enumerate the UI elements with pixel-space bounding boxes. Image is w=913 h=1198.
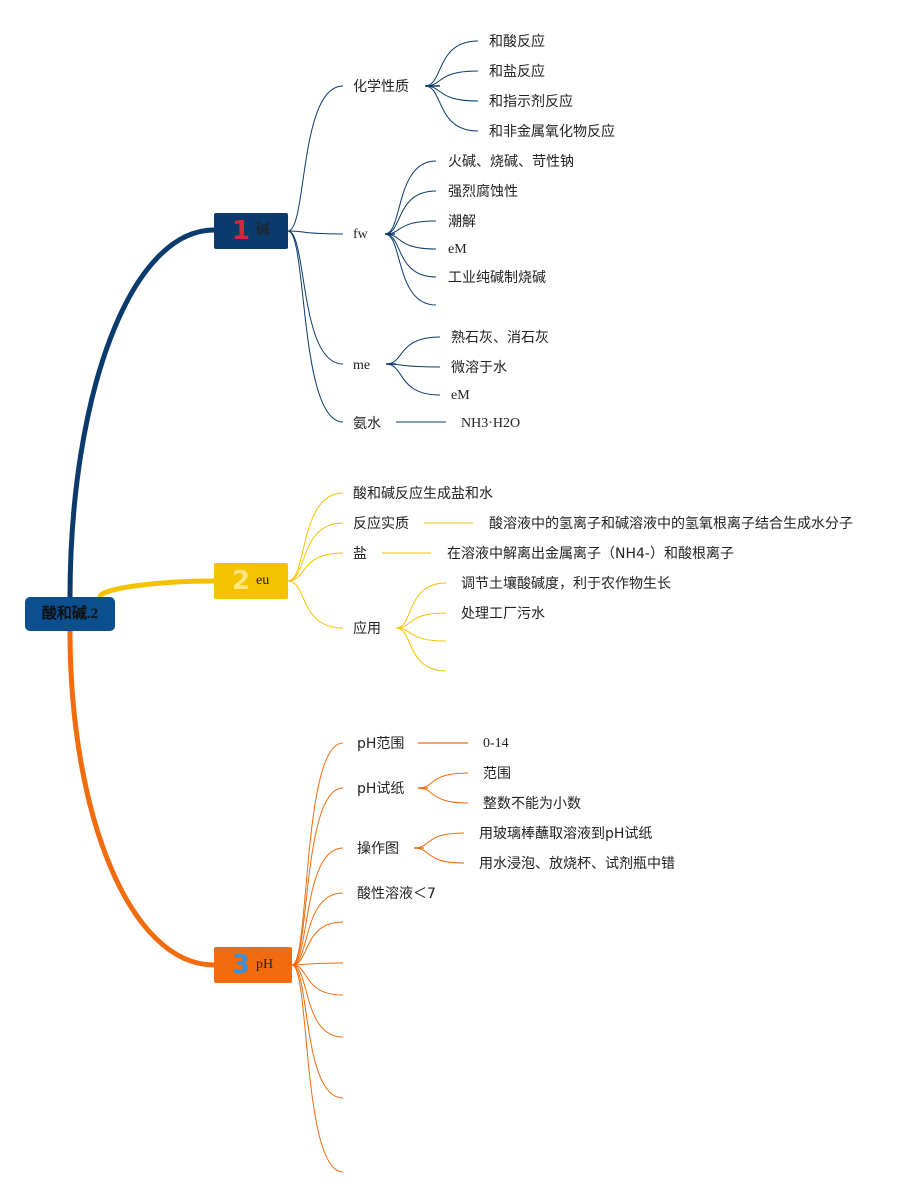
connector bbox=[287, 580, 344, 629]
branch-label: eu bbox=[256, 573, 270, 588]
connector bbox=[291, 964, 344, 1173]
connector bbox=[291, 847, 344, 966]
subtopic-item[interactable]: NH3·H2O bbox=[461, 416, 521, 431]
main-branch-connector bbox=[67, 227, 215, 599]
subtopic-item[interactable]: 处理工厂污水 bbox=[461, 606, 545, 622]
connector bbox=[291, 892, 344, 966]
subtopic-item[interactable]: 和盐反应 bbox=[489, 64, 545, 80]
connector bbox=[291, 964, 344, 1099]
subtopic-item[interactable]: 酸溶液中的氢离子和碱溶液中的氢氧根离子结合生成水分子 bbox=[489, 516, 853, 532]
connector bbox=[287, 230, 344, 235]
topic-fw[interactable]: fw bbox=[353, 227, 368, 242]
connector bbox=[395, 582, 447, 629]
connector bbox=[384, 190, 437, 235]
connector bbox=[385, 336, 441, 365]
subtopic-item[interactable]: 0-14 bbox=[483, 736, 509, 751]
subtopic-item[interactable]: eM bbox=[448, 242, 467, 257]
branch-number-1: 1 bbox=[232, 216, 251, 246]
main-branch-connector bbox=[67, 630, 215, 968]
topic-ph-range[interactable]: pH范围 bbox=[357, 736, 405, 752]
topic-ph-paper[interactable]: pH试纸 bbox=[357, 781, 405, 797]
subtopic-item[interactable]: 和酸反应 bbox=[489, 34, 545, 50]
subtopic-item[interactable]: 调节土壤酸碱度，利于农作物生长 bbox=[461, 576, 671, 592]
connector bbox=[424, 85, 479, 132]
connector bbox=[384, 233, 437, 278]
connector bbox=[291, 787, 344, 966]
connector bbox=[287, 230, 344, 423]
connector bbox=[384, 160, 437, 235]
branch-label: pH bbox=[256, 957, 274, 972]
connector bbox=[413, 847, 465, 864]
topic-salt[interactable]: 盐 bbox=[353, 546, 367, 562]
connector bbox=[413, 832, 465, 849]
topic-me[interactable]: me bbox=[353, 358, 371, 373]
topic-acidic-solution[interactable]: 酸性溶液＜7 bbox=[357, 886, 436, 902]
topic-ammonia[interactable]: 氨水 bbox=[353, 416, 381, 432]
connector bbox=[287, 522, 344, 582]
connector bbox=[291, 962, 344, 966]
root-node[interactable]: 酸和碱.2 bbox=[25, 597, 115, 631]
subtopic-item[interactable]: 熟石灰、消石灰 bbox=[451, 330, 549, 346]
connector bbox=[395, 612, 447, 629]
connector bbox=[384, 233, 437, 250]
subtopic-item[interactable]: 整数不能为小数 bbox=[483, 796, 581, 812]
branch-label: 碱 bbox=[256, 223, 270, 238]
connector bbox=[291, 964, 344, 1038]
branch-number-2: 2 bbox=[232, 566, 251, 596]
connector bbox=[424, 70, 479, 87]
connector bbox=[424, 40, 479, 87]
branch-node-neutralization[interactable]: 2 eu bbox=[214, 563, 288, 599]
connector bbox=[424, 85, 479, 102]
connector bbox=[287, 552, 344, 582]
subtopic-item[interactable]: 在溶液中解离出金属离子（NH4-）和酸根离子 bbox=[447, 546, 734, 562]
subtopic-item[interactable]: 范围 bbox=[483, 766, 511, 782]
connector bbox=[291, 921, 344, 966]
topic-operation[interactable]: 操作图 bbox=[357, 841, 399, 857]
subtopic-item[interactable]: 和非金属氧化物反应 bbox=[489, 124, 615, 140]
branch-node-base[interactable]: 1 碱 bbox=[214, 213, 288, 249]
subtopic-item[interactable]: 微溶于水 bbox=[451, 360, 507, 376]
connector bbox=[291, 742, 344, 966]
connector bbox=[417, 787, 469, 804]
subtopic-item[interactable]: eM bbox=[451, 388, 470, 403]
subtopic-item[interactable]: 火碱、烧碱、苛性钠 bbox=[448, 154, 574, 170]
subtopic-item[interactable]: 工业纯碱制烧碱 bbox=[448, 270, 546, 286]
connector bbox=[287, 85, 344, 232]
connector bbox=[287, 492, 344, 582]
main-branch-connector bbox=[97, 578, 215, 599]
subtopic-item[interactable]: 用玻璃棒蘸取溶液到pH试纸 bbox=[479, 826, 653, 842]
connector bbox=[287, 230, 344, 365]
subtopic-item[interactable]: 用水浸泡、放烧杯、试剂瓶中错 bbox=[479, 856, 675, 872]
topic-application[interactable]: 应用 bbox=[353, 621, 381, 637]
branch-node-ph[interactable]: 3 pH bbox=[214, 947, 292, 983]
subtopic-item[interactable]: 和指示剂反应 bbox=[489, 94, 573, 110]
connector bbox=[384, 233, 437, 306]
connector bbox=[385, 363, 441, 396]
subtopic-item[interactable]: 强烈腐蚀性 bbox=[448, 184, 518, 200]
connector bbox=[395, 627, 447, 642]
connector bbox=[291, 964, 344, 996]
branch-number-3: 3 bbox=[232, 950, 251, 980]
topic-chemical-properties[interactable]: 化学性质 bbox=[353, 79, 409, 95]
subtopic-item[interactable]: 潮解 bbox=[448, 214, 476, 230]
connector bbox=[395, 627, 447, 672]
connector bbox=[417, 772, 469, 789]
root-label: 酸和碱.2 bbox=[41, 606, 99, 622]
topic-reaction-essence[interactable]: 反应实质 bbox=[353, 516, 409, 532]
topic-neutralization-definition[interactable]: 酸和碱反应生成盐和水 bbox=[353, 486, 493, 502]
